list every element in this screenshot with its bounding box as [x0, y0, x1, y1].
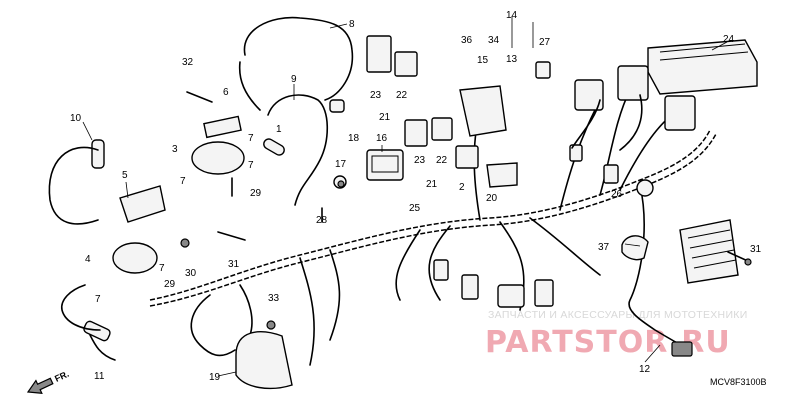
parts — [83, 35, 758, 390]
callout-20: 20 — [486, 193, 498, 204]
hardware — [180, 91, 752, 330]
callout-33: 33 — [268, 293, 280, 304]
callout-7d: 7 — [159, 263, 165, 274]
watermark-logo: PARTSTOR.RU — [485, 325, 731, 360]
leader-lines — [82, 16, 728, 377]
callout-22a: 22 — [396, 90, 408, 101]
callout-7b: 7 — [248, 160, 254, 171]
callout-21a: 21 — [379, 112, 391, 123]
callout-14: 14 — [506, 10, 518, 21]
callout-7a: 7 — [248, 133, 254, 144]
callout-10: 10 — [70, 113, 82, 124]
callout-27: 27 — [539, 37, 551, 48]
callout-11: 11 — [94, 371, 105, 382]
callout-36: 36 — [461, 35, 473, 46]
callout-13: 13 — [506, 54, 518, 65]
callout-29a: 29 — [250, 188, 262, 199]
callout-15: 15 — [477, 55, 489, 66]
watermark: ЗАПЧАСТИ И АКСЕССУАРЫ ДЛЯ МОТОТЕХНИКИ PA… — [485, 309, 748, 360]
callout-3: 3 — [172, 144, 178, 155]
callout-1: 1 — [276, 124, 282, 135]
callout-22b: 22 — [436, 155, 448, 166]
direction-label: FR. — [53, 369, 70, 384]
callout-21b: 21 — [426, 179, 438, 190]
callout-7c: 7 — [180, 176, 186, 187]
callout-5: 5 — [122, 170, 128, 181]
reference-code: MCV8F3100B — [710, 377, 767, 387]
callout-7e: 7 — [95, 294, 101, 305]
watermark-caption: ЗАПЧАСТИ И АКСЕССУАРЫ ДЛЯ МОТОТЕХНИКИ — [488, 309, 748, 321]
callout-32: 32 — [182, 57, 194, 68]
direction-arrow-icon: FR. — [26, 369, 70, 394]
callout-26: 26 — [611, 189, 623, 200]
callout-18: 18 — [348, 133, 360, 144]
callout-8: 8 — [349, 19, 355, 30]
callout-28: 28 — [316, 215, 328, 226]
callout-34: 34 — [488, 35, 500, 46]
callout-24: 24 — [723, 34, 735, 45]
callout-6: 6 — [223, 87, 229, 98]
callout-30: 30 — [185, 268, 197, 279]
regulator-rectifier — [679, 219, 739, 284]
callout-16: 16 — [376, 133, 388, 144]
ignition-coil-lower — [112, 242, 158, 274]
callout-29b: 29 — [164, 279, 176, 290]
callout-25: 25 — [409, 203, 421, 214]
callout-17: 17 — [335, 159, 347, 170]
callout-23a: 23 — [370, 90, 382, 101]
callout-23b: 23 — [414, 155, 426, 166]
callout-37: 37 — [598, 242, 610, 253]
callout-2: 2 — [459, 182, 465, 193]
callout-9: 9 — [291, 74, 297, 85]
horn — [235, 331, 293, 390]
callout-31b: 31 — [750, 244, 762, 255]
callout-31a: 31 — [228, 259, 240, 270]
cables — [48, 16, 643, 361]
callout-12: 12 — [639, 364, 651, 375]
callout-4: 4 — [85, 254, 91, 265]
callout-19: 19 — [209, 372, 221, 383]
ignition-coil-upper — [191, 141, 245, 175]
callout-labels: 1 2 3 4 5 6 7 7 7 7 7 8 9 10 11 12 13 14… — [70, 10, 762, 383]
